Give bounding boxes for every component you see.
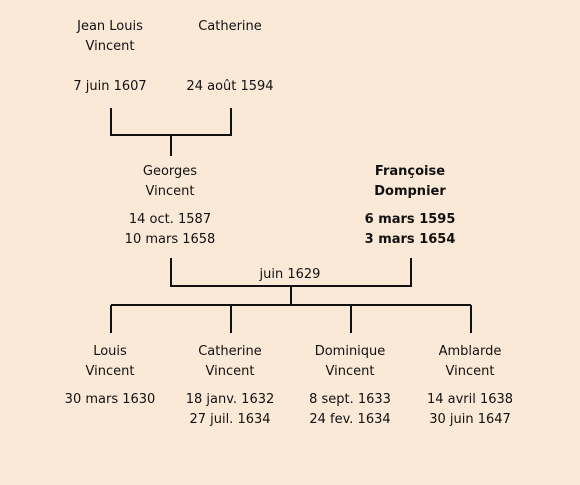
birth-date: 18 janv. 1632: [185, 392, 275, 407]
surname: Vincent: [325, 364, 375, 379]
surname: Vincent: [205, 364, 255, 379]
person-dominique-vincent: Dominique Vincent 8 sept. 1633 24 fev. 1…: [275, 342, 425, 430]
death-date: 30 juin 1647: [429, 412, 511, 427]
surname: Vincent: [445, 364, 495, 379]
given-name: Amblarde: [438, 344, 502, 359]
surname: [155, 37, 305, 57]
death-date: 10 mars 1658: [124, 232, 216, 247]
given-name: Louis: [93, 344, 127, 359]
surname: Dompnier: [374, 184, 446, 199]
person-francoise-dompnier: Françoise Dompnier 6 mars 1595 3 mars 16…: [335, 162, 485, 250]
person-georges-vincent: Georges Vincent 14 oct. 1587 10 mars 165…: [95, 162, 245, 250]
given-name: Jean Louis: [77, 19, 143, 34]
person-catherine-vincent: Catherine Vincent 18 janv. 1632 27 juil.…: [155, 342, 305, 430]
death-date: 3 mars 1654: [364, 232, 456, 247]
birth-date: 14 avril 1638: [426, 392, 514, 407]
person-amblarde-vincent: Amblarde Vincent 14 avril 1638 30 juin 1…: [395, 342, 545, 430]
birth-date: 24 août 1594: [186, 79, 274, 94]
surname: Vincent: [85, 39, 135, 54]
birth-date: 14 oct. 1587: [128, 212, 212, 227]
birth-date: 8 sept. 1633: [309, 392, 391, 407]
grandparents-connector: [110, 108, 232, 156]
person-louis-vincent: Louis Vincent 30 mars 1630: [35, 342, 185, 430]
given-name: Catherine: [198, 344, 262, 359]
surname: Vincent: [85, 364, 135, 379]
death-date: 27 juil. 1634: [189, 412, 271, 427]
person-jean-louis-vincent: Jean Louis Vincent 7 juin 1607: [35, 17, 185, 97]
person-catherine: Catherine 24 août 1594: [155, 17, 305, 97]
given-name: Catherine: [198, 19, 262, 34]
birth-date: 7 juin 1607: [73, 79, 147, 94]
surname: Vincent: [145, 184, 195, 199]
birth-date: 30 mars 1630: [64, 392, 156, 407]
birth-date: 6 mars 1595: [364, 212, 456, 227]
death-date: 24 fev. 1634: [309, 412, 391, 427]
children-connector: [110, 286, 472, 333]
given-name: Françoise: [374, 164, 446, 179]
marriage-date: juin 1629: [259, 267, 321, 282]
given-name: Dominique: [314, 344, 386, 359]
given-name: Georges: [142, 164, 198, 179]
